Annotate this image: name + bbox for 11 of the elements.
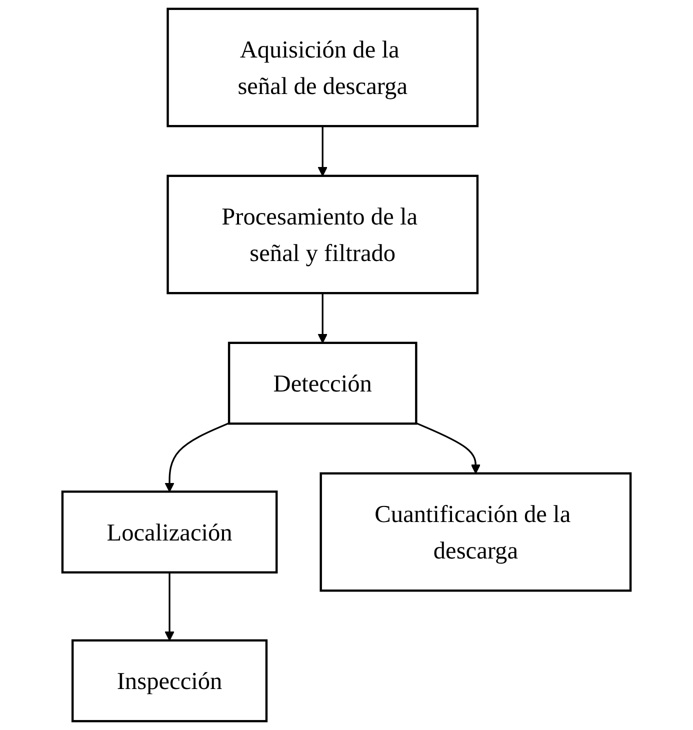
node-box: Localización [61, 490, 278, 574]
arrow [318, 293, 328, 344]
arrow [416, 422, 481, 474]
node-box: Aquisición de la señal de descarga [166, 8, 479, 128]
arrow [318, 126, 328, 176]
node-box: Inspección [71, 639, 268, 722]
node-box: Cuantificación de la descarga [320, 472, 632, 592]
arrow [164, 572, 174, 641]
node-box: Procesamiento de la señal y filtrado [166, 174, 479, 294]
arrow [164, 422, 230, 492]
node-box: Detección [228, 342, 418, 425]
